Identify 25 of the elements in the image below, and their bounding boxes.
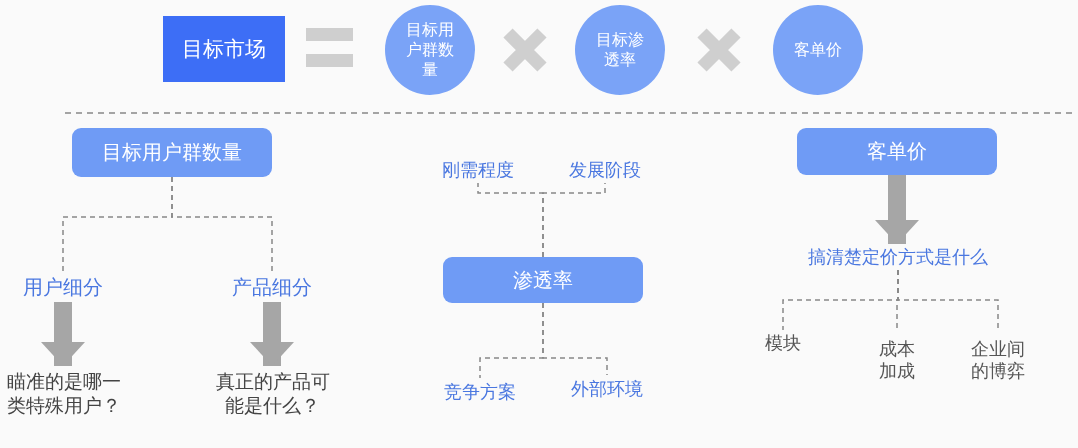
factor-label: 发展阶段 bbox=[563, 157, 647, 183]
category-label: 搞清楚定价方式是什么 bbox=[796, 244, 1000, 270]
process-box: 渗透率 bbox=[443, 257, 643, 303]
connector-line bbox=[542, 182, 606, 258]
connector-line bbox=[542, 302, 608, 376]
circle-node: 目标渗透率 bbox=[575, 5, 665, 95]
process-box: 目标用户群数量 bbox=[72, 128, 272, 177]
category-label: 产品细分 bbox=[227, 272, 317, 302]
process-box: 目标市场 bbox=[163, 16, 285, 82]
process-box: 客单价 bbox=[797, 128, 997, 175]
circle-node: 目标用户群数量 bbox=[385, 5, 475, 95]
factor-label: 刚需程度 bbox=[436, 157, 520, 183]
block-arrow bbox=[250, 302, 294, 366]
option-label: 模块 bbox=[760, 330, 806, 356]
block-arrow bbox=[875, 175, 919, 244]
factor-label: 竞争方案 bbox=[438, 378, 522, 406]
connector-line bbox=[171, 176, 273, 273]
option-label: 成本加成 bbox=[874, 332, 920, 388]
block-arrow bbox=[41, 302, 85, 366]
factor-label: 外部环境 bbox=[565, 375, 649, 403]
category-label: 用户细分 bbox=[18, 272, 108, 302]
question-text: 真正的产品可能是什么？ bbox=[210, 366, 335, 422]
option-label: 企业间的博弈 bbox=[965, 332, 1031, 388]
circle-node: 客单价 bbox=[773, 5, 863, 95]
question-text: 瞄准的是哪一类特殊用户？ bbox=[1, 366, 126, 422]
